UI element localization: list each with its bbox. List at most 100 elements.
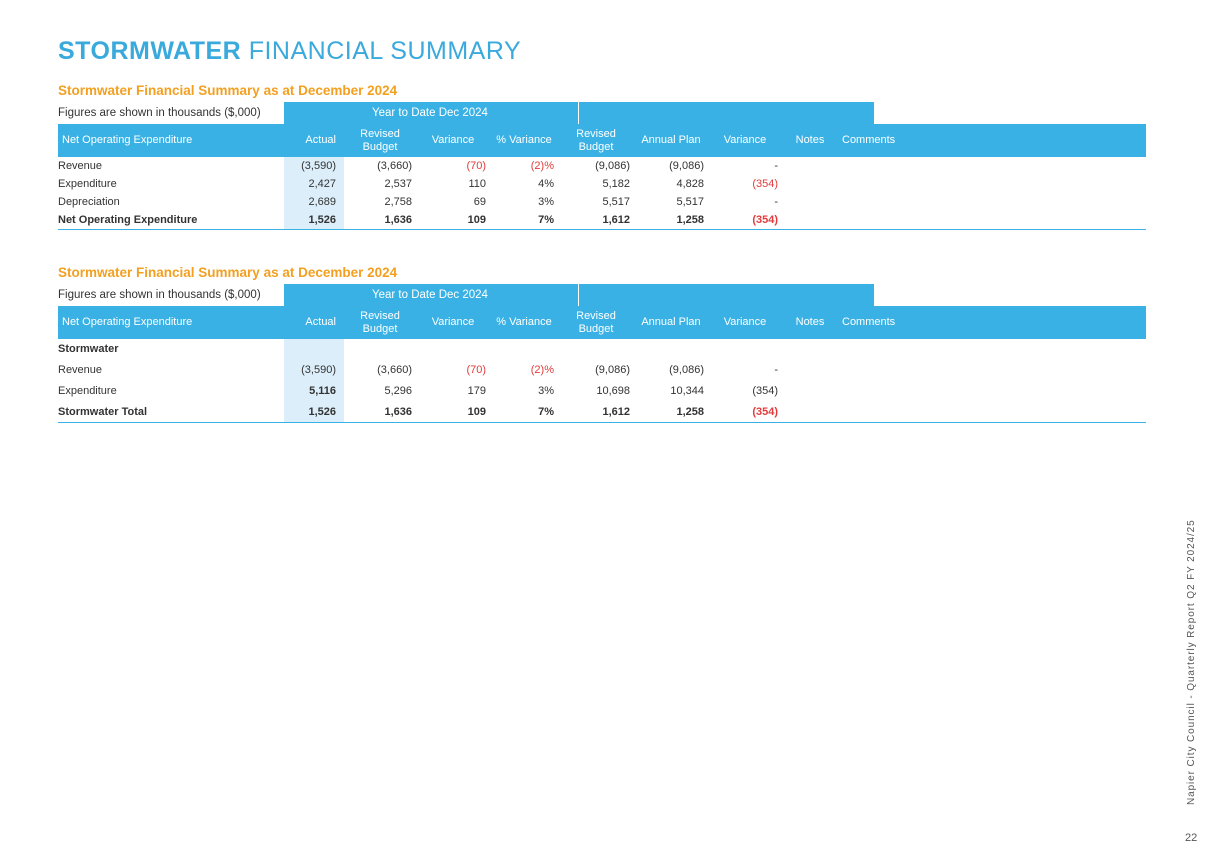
cell-revised-budget-annual: 5,517 (602, 196, 630, 208)
cell-annual-plan: 5,517 (676, 196, 704, 208)
cell-revised-budget: 2,537 (384, 178, 412, 190)
cell-actual: 2,689 (284, 193, 344, 211)
cell-notes (782, 193, 838, 211)
figures-note: Figures are shown in thousands ($,000) (58, 289, 261, 301)
cell-notes (782, 175, 838, 193)
summary-table-1: Net Operating Expenditure Actual Revised… (58, 124, 1146, 230)
cell-pct-variance: 4% (538, 178, 554, 190)
cell-annual-plan (634, 339, 708, 359)
col-header-variance: Variance (416, 306, 490, 339)
cell-annual-variance: - (774, 363, 778, 376)
cell-revised-budget: 2,758 (384, 196, 412, 208)
cell-comments (838, 211, 1146, 230)
table-row: Revenue (3,590) (3,660) (70) (2)% (9,086… (58, 157, 1146, 175)
cell-comments (838, 157, 1146, 175)
col-header-notes: Notes (782, 306, 838, 339)
cell-annual-plan: (9,086) (669, 363, 704, 376)
summary-section-1: Stormwater Financial Summary as at Decem… (58, 80, 1146, 230)
col-header-annual-variance: Variance (708, 124, 782, 157)
col-header-revised-budget: Revised Budget (344, 306, 416, 339)
cell-variance: (70) (466, 363, 486, 376)
cell-variance: 69 (473, 196, 486, 208)
cell-annual-variance: - (774, 160, 778, 172)
cell-revised-budget-annual: 10,698 (596, 384, 630, 397)
summary-table-2: Net Operating Expenditure Actual Revised… (58, 306, 1146, 423)
cell-annual-plan: 1,258 (634, 401, 708, 423)
ytd-divider (578, 102, 579, 124)
col-header-variance: Variance (416, 124, 490, 157)
cell-actual: (3,590) (284, 157, 344, 175)
cell-comments (838, 175, 1146, 193)
row-label: Depreciation (58, 196, 120, 208)
cell-notes (782, 359, 838, 380)
cell-revised-budget: 5,296 (384, 384, 412, 397)
row-label: Revenue (58, 160, 103, 172)
cell-variance: 179 (467, 384, 486, 397)
ytd-divider (578, 284, 579, 306)
cell-comments (838, 380, 1146, 401)
cell-actual: 2,427 (284, 175, 344, 193)
col-header-revised-budget-annual: Revised Budget (558, 306, 634, 339)
cell-actual: 1,526 (284, 401, 344, 423)
page-title-light: FINANCIAL SUMMARY (248, 37, 522, 65)
col-header-comments: Comments (838, 124, 1146, 157)
cell-notes (782, 157, 838, 175)
cell-revised-budget: (3,660) (377, 363, 412, 376)
header-band: Figures are shown in thousands ($,000) Y… (58, 284, 1146, 306)
cell-annual-variance: (354) (752, 384, 778, 397)
cell-annual-variance: (354) (752, 178, 778, 190)
col-header-pct-variance: % Variance (490, 306, 558, 339)
row-label: Revenue (58, 363, 103, 376)
cell-notes (782, 211, 838, 230)
cell-comments (838, 339, 1146, 359)
cell-pct-variance: (2)% (530, 160, 554, 172)
col-header-annual-plan: Annual Plan (634, 124, 708, 157)
col-header-revised-budget: Revised Budget (344, 124, 416, 157)
cell-pct-variance: (2)% (530, 363, 554, 376)
col-header-annual-variance: Variance (708, 306, 782, 339)
cell-annual-variance (708, 339, 782, 359)
ytd-label: Year to Date Dec 2024 (372, 289, 488, 301)
table-header-row: Net Operating Expenditure Actual Revised… (58, 124, 1146, 157)
table-row: Depreciation 2,689 2,758 69 3% 5,517 5,5… (58, 193, 1146, 211)
header-band: Figures are shown in thousands ($,000) Y… (58, 102, 1146, 124)
cell-revised-budget-annual: 1,612 (558, 401, 634, 423)
cell-annual-plan: 1,258 (634, 211, 708, 230)
cell-notes (782, 380, 838, 401)
table-row: Revenue (3,590) (3,660) (70) (2)% (9,086… (58, 359, 1146, 380)
cell-revised-budget-annual: 1,612 (558, 211, 634, 230)
cell-annual-plan: 4,828 (676, 178, 704, 190)
figures-note: Figures are shown in thousands ($,000) (58, 107, 261, 119)
cell-annual-plan: 10,344 (670, 384, 704, 397)
cell-variance: (70) (466, 160, 486, 172)
footer-side-text: Napier City Council - Quarterly Report Q… (1186, 519, 1197, 805)
cell-actual: 1,526 (284, 211, 344, 230)
col-header-revised-budget-annual: Revised Budget (558, 124, 634, 157)
page-number: 22 (1185, 832, 1198, 844)
cell-revised-budget: 1,636 (344, 211, 416, 230)
row-label: Expenditure (58, 384, 117, 397)
cell-revised-budget: (3,660) (377, 160, 412, 172)
table-header-row: Net Operating Expenditure Actual Revised… (58, 306, 1146, 339)
section-title: Stormwater Financial Summary as at Decem… (58, 83, 398, 98)
cell-notes (782, 401, 838, 423)
cell-variance: 109 (416, 211, 490, 230)
cell-notes (782, 339, 838, 359)
row-label: Net Operating Expenditure (58, 211, 284, 230)
cell-revised-budget-annual: (9,086) (595, 363, 630, 376)
cell-pct-variance: 3% (538, 196, 554, 208)
cell-pct-variance: 3% (538, 384, 554, 397)
cell-annual-plan: (9,086) (669, 160, 704, 172)
col-header-comments: Comments (838, 306, 1146, 339)
cell-comments (838, 193, 1146, 211)
table-total-row: Net Operating Expenditure 1,526 1,636 10… (58, 211, 1146, 230)
ytd-label: Year to Date Dec 2024 (372, 107, 488, 119)
cell-variance: 109 (416, 401, 490, 423)
section-title: Stormwater Financial Summary as at Decem… (58, 265, 398, 280)
table-row: Expenditure 2,427 2,537 110 4% 5,182 4,8… (58, 175, 1146, 193)
cell-actual: 5,116 (284, 380, 344, 401)
cell-comments (838, 359, 1146, 380)
col-header-notes: Notes (782, 124, 838, 157)
col-header-net: Net Operating Expenditure (58, 306, 284, 339)
summary-section-2: Stormwater Financial Summary as at Decem… (58, 262, 1146, 423)
